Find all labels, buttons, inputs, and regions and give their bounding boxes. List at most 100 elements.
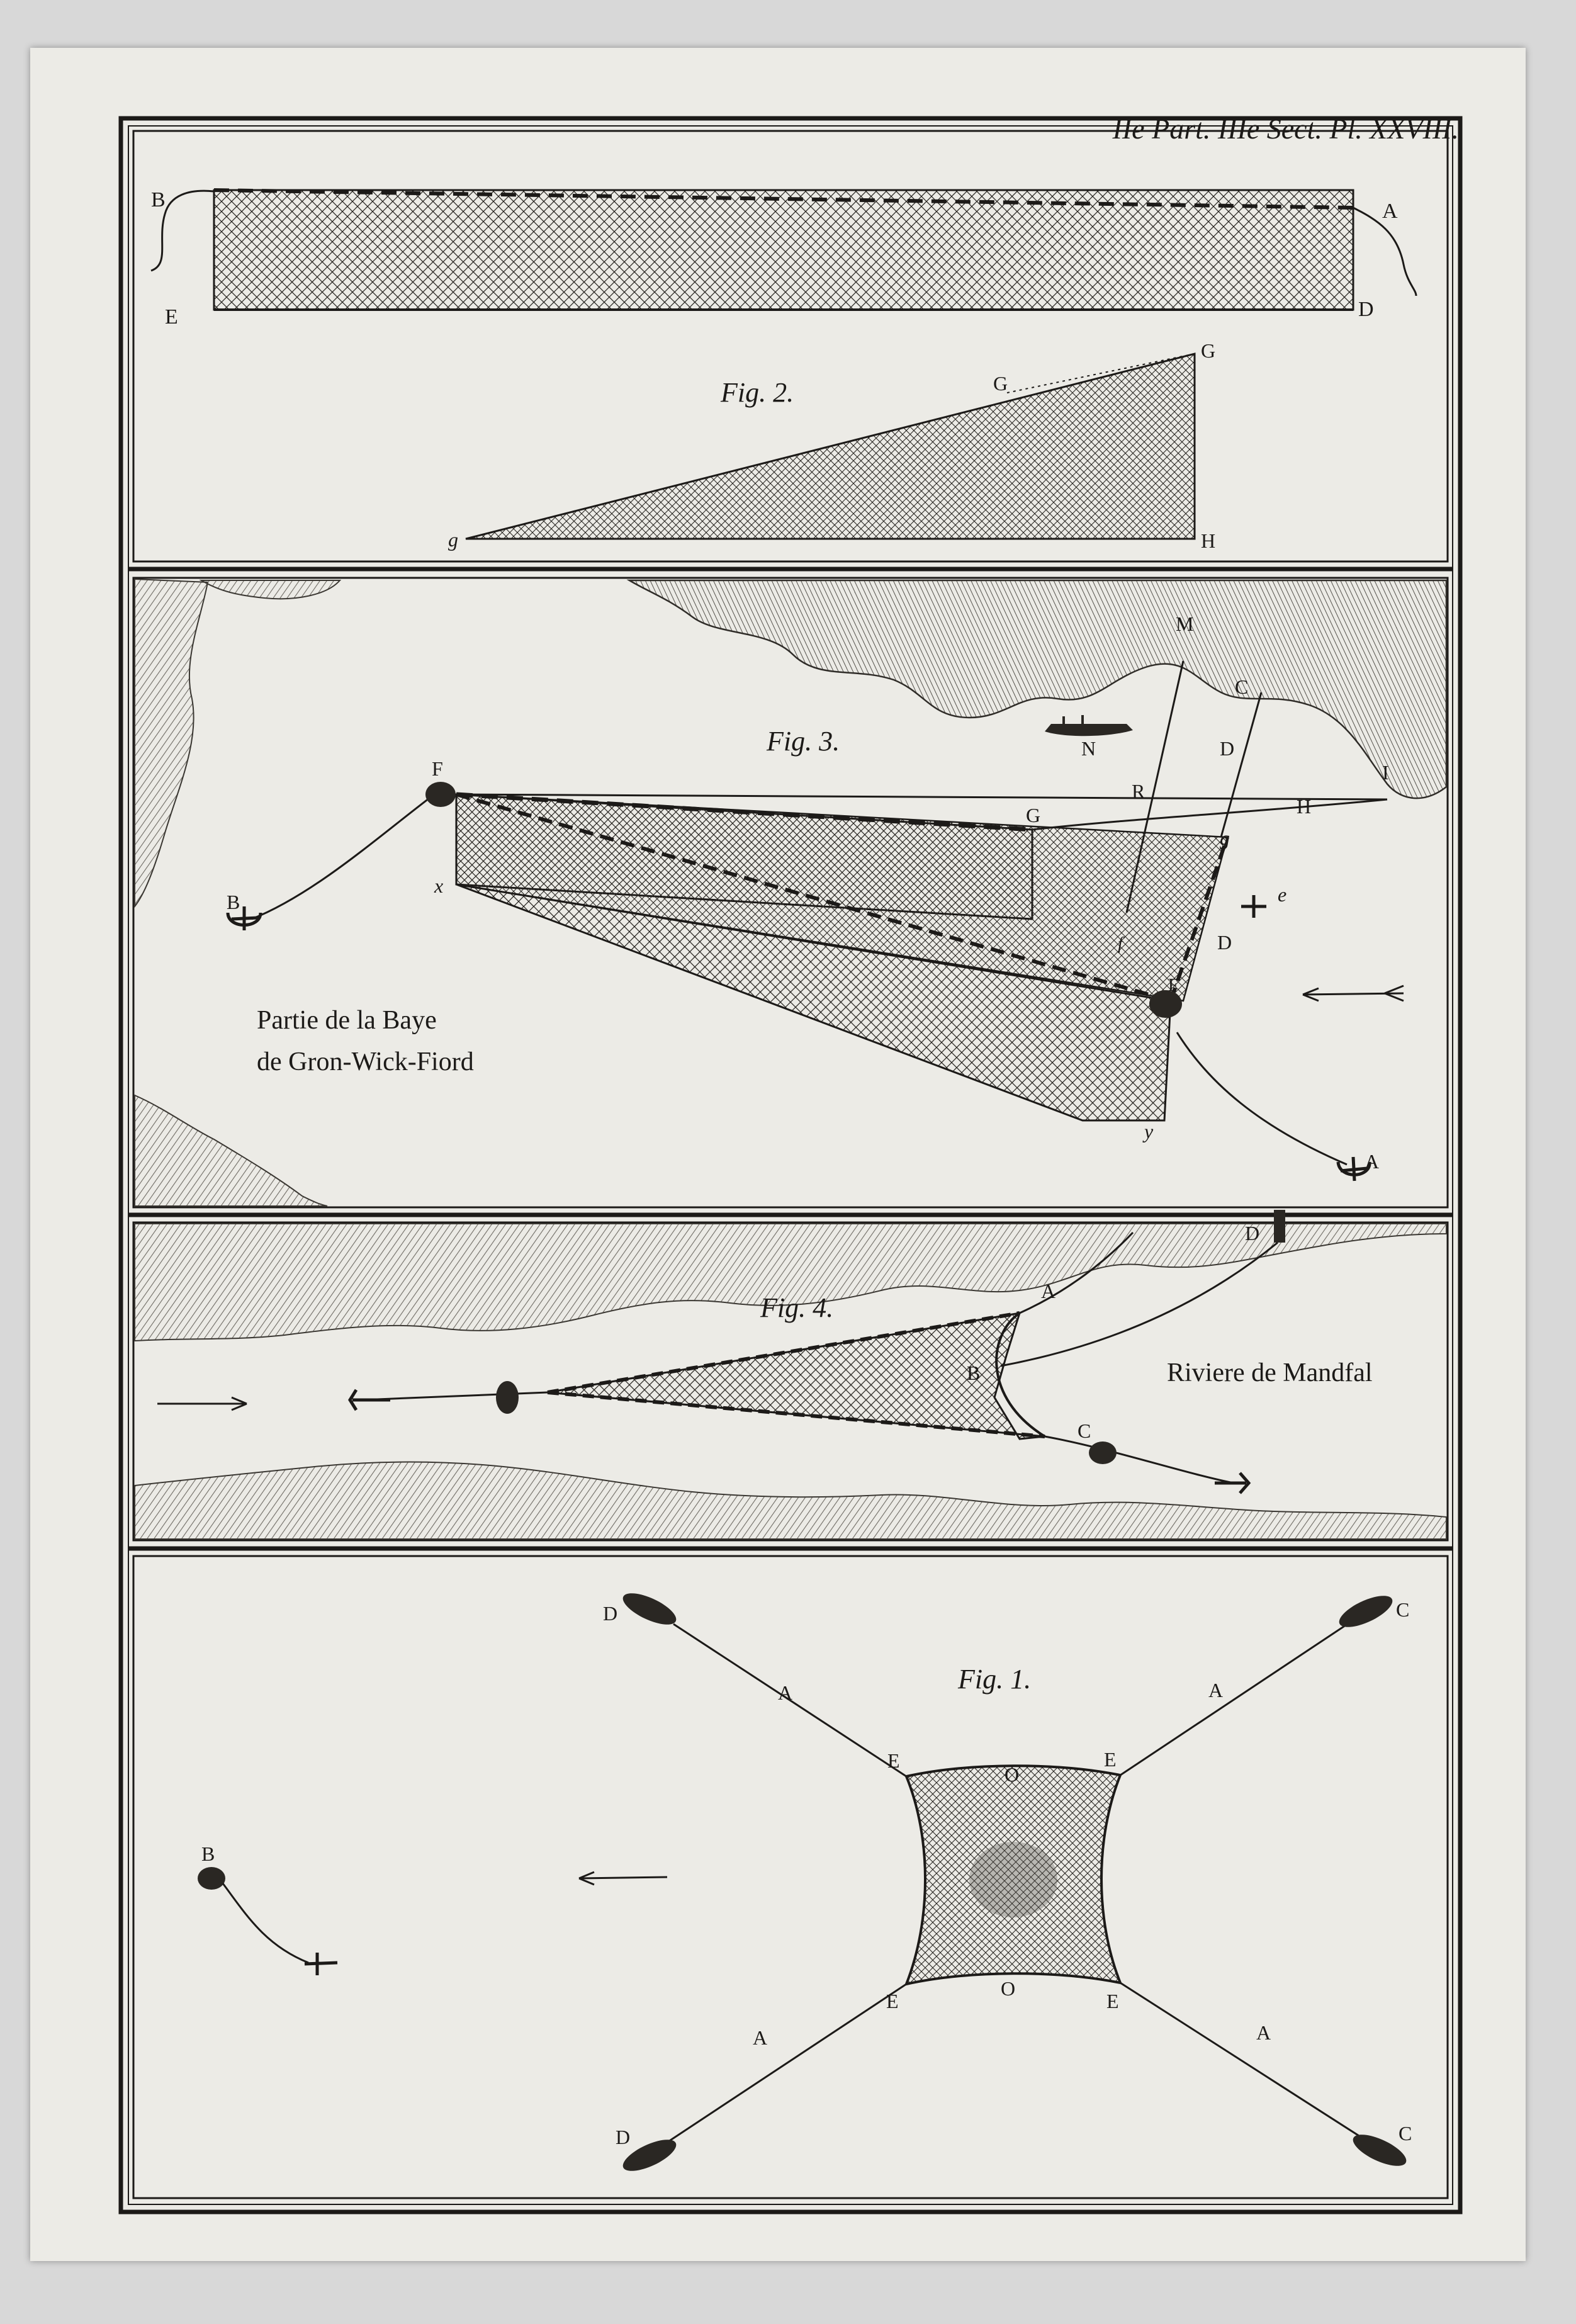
barrel-b-icon — [198, 1867, 225, 1890]
current-arrow-1-icon — [578, 1871, 668, 1886]
label-y: y — [1142, 1120, 1154, 1142]
label-n: N — [1081, 737, 1096, 760]
figure-caption-1: Fig. 1. — [957, 1664, 1031, 1695]
anchor-e-icon — [1241, 895, 1266, 918]
label-e: E — [165, 305, 178, 329]
label-g-small: g — [448, 528, 458, 551]
label-a3: A — [1365, 1150, 1379, 1173]
rope-ctr — [1120, 1619, 1354, 1776]
central-net — [904, 1764, 1123, 1986]
label-g2: G — [1201, 339, 1215, 362]
label-c-tr: C — [1396, 1598, 1409, 1621]
barrel-west-icon — [496, 1381, 519, 1414]
rope-dbl — [660, 1983, 907, 2148]
label-m: M — [1176, 612, 1193, 635]
label-b3: B — [227, 891, 240, 913]
place-label-baye-2: de Gron-Wick-Fiord — [257, 1047, 474, 1076]
label-g1: G — [993, 372, 1008, 395]
barrel-f-icon — [425, 782, 456, 807]
label-b: B — [151, 188, 166, 212]
label-d-bl: D — [616, 2126, 630, 2148]
inner-frame — [128, 125, 1453, 2205]
label-e-bl: E — [886, 1990, 899, 2012]
boat-dbl-icon — [622, 2140, 677, 2171]
riverbank-top — [134, 1223, 1447, 1342]
label-a-tl: A — [778, 1681, 792, 1704]
anchor-east-icon — [1215, 1472, 1251, 1494]
rope-b — [150, 189, 215, 272]
panel-fig4: Fig. 4. Riviere de Mandfal A B C D — [134, 1210, 1447, 1540]
label-o-bottom: O — [1001, 1977, 1015, 2000]
shore-left — [134, 578, 209, 908]
net-front-panel — [456, 883, 1172, 1122]
label-e-tl: E — [887, 1749, 900, 1772]
rope-cbr — [1120, 1982, 1366, 2141]
label-x: x — [434, 874, 443, 897]
place-label-baye-1: Partie de la Baye — [257, 1006, 437, 1035]
label-g3: G — [1026, 804, 1040, 826]
anchor-a-icon — [1336, 1156, 1371, 1182]
label-o-top: O — [1005, 1763, 1019, 1786]
figure-caption-2: Fig. 2. — [720, 377, 794, 408]
riverbank-bottom — [134, 1461, 1447, 1540]
label-h3: H — [1297, 795, 1311, 818]
label-c3: C — [1235, 675, 1248, 698]
label-f-small: f — [1118, 934, 1125, 954]
label-d3a: D — [1220, 737, 1234, 760]
anchor-b-icon — [226, 906, 262, 930]
label-r: R — [1132, 780, 1145, 803]
barrel-fy-icon — [1149, 990, 1182, 1018]
panel-frames — [128, 130, 1453, 2199]
label-e-tr: E — [1104, 1748, 1117, 1771]
rope-a-anchor — [1176, 1032, 1348, 1166]
net-trap-floor — [455, 793, 1229, 1002]
rope-h — [456, 793, 1388, 801]
rope-dtl — [673, 1623, 907, 1778]
label-a-br: A — [1256, 2021, 1271, 2044]
label-f: F — [432, 757, 443, 780]
figure-caption-3: Fig. 3. — [766, 726, 840, 757]
label-c-br: C — [1399, 2122, 1412, 2145]
label-a4: A — [1041, 1280, 1055, 1302]
boat-n — [1045, 724, 1133, 736]
triangular-net — [465, 353, 1196, 540]
long-net — [213, 189, 1354, 311]
label-d-tl: D — [603, 1602, 617, 1625]
anchor-b1-icon — [304, 1953, 338, 1975]
label-e-small: e — [1278, 883, 1286, 906]
label-d3b: D — [1217, 931, 1232, 954]
label-a-bl: A — [753, 2026, 767, 2049]
current-arrow-icon — [1302, 984, 1404, 1002]
label-g-small3: g — [1220, 826, 1230, 849]
rope-c4 — [1044, 1435, 1234, 1484]
panel-fig2: B A E D Fig. 2. G G g H — [150, 188, 1417, 552]
label-b4: B — [967, 1362, 980, 1384]
place-label-riviere: Riviere de Mandfal — [1167, 1358, 1373, 1387]
label-e-br: E — [1106, 1990, 1119, 2012]
label-a-tr: A — [1208, 1679, 1223, 1701]
engraving-sheet — [30, 48, 1526, 2261]
rope-a4 — [1019, 1231, 1134, 1314]
current-arrow-4-icon — [157, 1396, 247, 1411]
shore-top-left — [199, 580, 342, 600]
rope-b-anchor — [251, 793, 435, 920]
label-i: I — [1382, 761, 1389, 784]
label-a: A — [1382, 200, 1398, 223]
anchor-west-icon — [348, 1389, 390, 1411]
label-c4: C — [1078, 1419, 1091, 1442]
label-b1: B — [201, 1842, 215, 1865]
pole-d-icon — [1274, 1210, 1285, 1243]
label-h: H — [1201, 529, 1215, 552]
mountains-top-right — [626, 579, 1448, 799]
rope-d4 — [1000, 1241, 1278, 1367]
panel-fig3: Fig. 3. Partie de la Baye de Gron-Wick-F… — [134, 578, 1448, 1207]
figure-caption-4: Fig. 4. — [760, 1292, 833, 1323]
label-f-barrel: F — [1168, 976, 1178, 995]
label-d: D — [1358, 298, 1374, 321]
dotted-edge — [1006, 353, 1195, 393]
barrel-c-icon — [1089, 1441, 1117, 1464]
boat-ctr-icon — [1339, 1596, 1393, 1627]
shore-bottom-left — [134, 1094, 328, 1207]
rope-c — [1220, 692, 1263, 838]
